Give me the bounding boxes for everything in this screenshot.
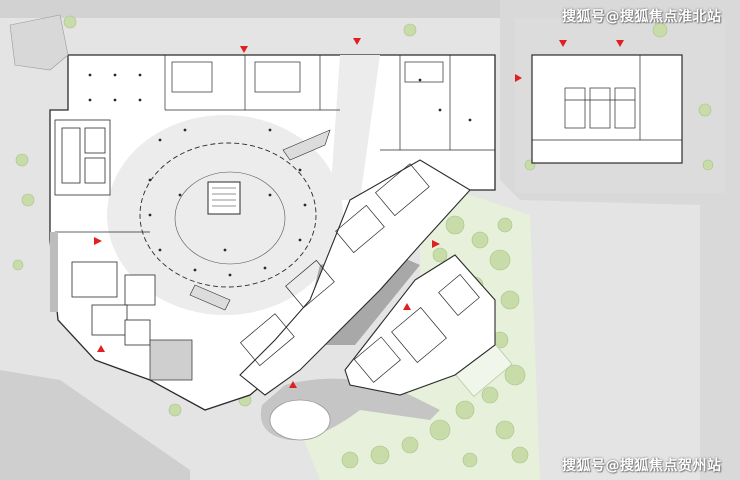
tree-icon — [429, 419, 451, 441]
tree-icon — [497, 217, 513, 233]
tree-icon — [462, 452, 478, 468]
tree-icon — [21, 193, 35, 207]
tree-icon — [511, 446, 529, 464]
entrance-arrow-icon — [559, 40, 567, 47]
tree-icon — [504, 364, 526, 386]
escalator-icon — [189, 284, 231, 311]
tree-icon — [702, 159, 714, 171]
watermark-top: 搜狐号@搜狐焦点淮北站 — [562, 9, 722, 25]
tree-icon — [652, 22, 668, 38]
tree-icon — [432, 247, 448, 263]
tree-icon — [341, 451, 359, 469]
entrance-arrow-icon — [353, 38, 361, 45]
east-annex-cores — [532, 55, 682, 141]
entrance-markers — [94, 38, 624, 388]
entrance-arrow-icon — [616, 40, 624, 47]
entrance-arrow-icon — [515, 74, 522, 82]
entrance-arrow-icon — [240, 46, 248, 53]
entrance-arrow-icon — [94, 237, 102, 245]
atrium-ring — [139, 142, 317, 288]
tree-icon — [489, 249, 511, 271]
column-grid — [88, 73, 472, 277]
tree-icon — [471, 231, 489, 249]
diagonal-mall-wing — [239, 159, 471, 396]
core-stair-icon — [212, 187, 236, 207]
southeast-wing-rooms — [353, 274, 480, 383]
inner-atrium-ring — [174, 171, 286, 265]
entrance-arrow-icon — [403, 303, 411, 310]
south-entry-vestibule — [149, 339, 193, 381]
diagonal-wing-cores — [240, 163, 430, 367]
tree-icon — [401, 436, 419, 454]
northwest-terraces — [9, 14, 69, 71]
west-columns-hatch — [50, 232, 58, 312]
tree-icon — [500, 290, 520, 310]
lower-left-street — [0, 370, 190, 480]
west-wing-rooms — [54, 119, 150, 233]
east-annex-building — [531, 54, 683, 164]
tree-icon — [63, 15, 77, 29]
southwest-wing-rooms — [71, 261, 156, 346]
escalator-icon — [282, 129, 331, 161]
tree-icon — [481, 386, 499, 404]
watermark-bottom: 搜狐号@搜狐焦点贺州站 — [562, 458, 722, 474]
tree-icon — [455, 400, 475, 420]
tree-icon — [445, 215, 465, 235]
tree-icon — [495, 420, 515, 440]
entrance-arrow-icon — [289, 381, 297, 388]
entrance-arrow-icon — [97, 345, 105, 352]
tree-icon — [12, 259, 24, 271]
tree-icon — [403, 23, 417, 37]
tree-icon — [370, 445, 390, 465]
atrium-to-north-passage — [330, 55, 380, 200]
tree-icon — [698, 103, 712, 117]
atrium-core — [207, 181, 241, 215]
southeast-wing — [344, 254, 496, 396]
entrance-arrow-icon — [432, 240, 440, 248]
tree-icon — [168, 403, 182, 417]
north-wing-partitions — [164, 55, 495, 151]
central-atrium-plaza — [107, 115, 343, 315]
roundabout-island — [269, 399, 331, 441]
tree-icon — [15, 153, 29, 167]
